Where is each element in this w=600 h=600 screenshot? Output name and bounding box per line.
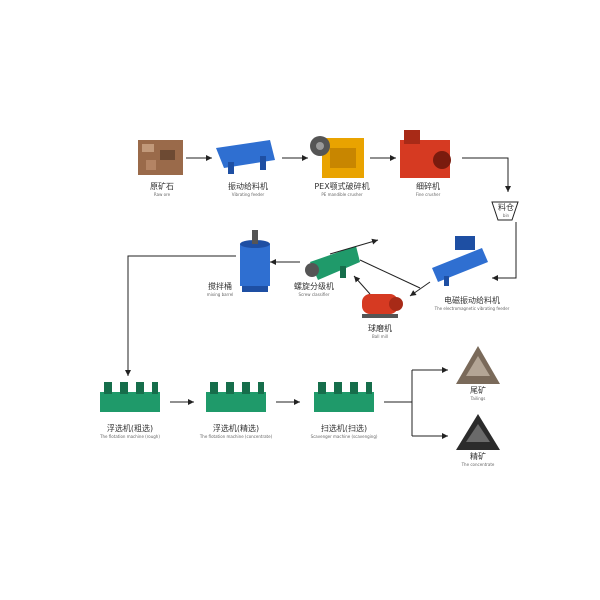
arrow-classifier-overflow: [329, 238, 379, 255]
label-em-feeder-en: The electromagnetic vibrating feeder: [434, 306, 510, 311]
label-jaw-crusher-en: PE mandible crusher: [321, 192, 363, 197]
label-ore-en: Raw ore: [153, 192, 171, 197]
label-ball-mill-zh: 球磨机: [368, 324, 392, 333]
label-concentrate-zh: 精矿: [470, 452, 486, 461]
arrow-agitator-to-flotation: [125, 255, 236, 376]
label-jaw-crusher-zh: PEX颚式破碎机: [314, 182, 370, 191]
label-concentrate: 精矿 The concentrate: [448, 452, 508, 468]
ball-mill-image: [362, 294, 403, 318]
agitation-tank-image: [240, 230, 270, 292]
label-fine-crusher: 细碎机 Fine crusher: [400, 182, 456, 198]
label-ore: 原矿石 Raw ore: [140, 182, 184, 198]
label-flotation-1: 浮选机(粗选) The flotation machine (rough): [88, 424, 172, 440]
label-tailings-en: Tailings: [470, 396, 486, 401]
label-tailings: 尾矿 Tailings: [454, 386, 502, 402]
fine-crusher-image: [400, 130, 451, 178]
label-bin: 料仓 bin: [492, 203, 520, 219]
flotation-2-image: [206, 382, 266, 412]
line-classifier-return: [359, 259, 421, 289]
tailings-pile-image: [456, 346, 500, 384]
label-concentrate-en: The concentrate: [461, 462, 495, 467]
arrow-fine-to-bin: [462, 157, 511, 192]
em-feeder-image: [432, 236, 488, 286]
label-classifier-en: Screw classifier: [298, 292, 330, 297]
label-fine-crusher-zh: 细碎机: [416, 182, 440, 191]
vibrating-feeder-image: [216, 140, 275, 174]
label-flotation-3-zh: 扫选机(扫选): [320, 424, 368, 433]
label-tailings-zh: 尾矿: [470, 386, 486, 395]
concentrate-pile-image: [456, 414, 500, 450]
flotation-1-image: [100, 382, 160, 412]
label-em-feeder: 电磁振动给料机 The electromagnetic vibrating fe…: [420, 296, 524, 312]
bin-shape: [491, 201, 519, 221]
classifier-image: [305, 246, 360, 280]
label-bin-en: bin: [502, 213, 510, 218]
label-flotation-1-zh: 浮选机(粗选): [106, 424, 154, 433]
label-classifier-zh: 螺旋分级机: [294, 282, 334, 291]
label-flotation-3: 扫选机(扫选) Scavenger machine (scavenging): [298, 424, 390, 440]
label-vibrating-feeder-zh: 振动给料机: [228, 182, 268, 191]
label-flotation-2-zh: 浮选机(精选): [212, 424, 260, 433]
label-flotation-2: 浮选机(精选) The flotation machine (concentra…: [192, 424, 280, 440]
label-flotation-3-en: Scavenger machine (scavenging): [310, 434, 378, 439]
label-jaw-crusher: PEX颚式破碎机 PE mandible crusher: [306, 182, 378, 198]
flotation-3-image: [314, 382, 374, 412]
label-ore-zh: 原矿石: [150, 182, 174, 191]
arrow-bin-to-em-feeder: [492, 222, 517, 281]
arrow-em-feeder-to-ball-mill: [409, 281, 431, 297]
label-agitation-tank-zh: 搅拌桶: [208, 282, 232, 291]
label-vibrating-feeder-en: Vibrating feeder: [231, 192, 265, 197]
label-agitation-tank-en: mixing barrel: [206, 292, 234, 297]
label-em-feeder-zh: 电磁振动给料机: [444, 296, 500, 305]
label-ball-mill: 球磨机 Ball mill: [356, 324, 404, 340]
label-flotation-1-en: The flotation machine (rough): [100, 434, 160, 439]
label-classifier: 螺旋分级机 Screw classifier: [282, 282, 346, 298]
label-fine-crusher-en: Fine crusher: [415, 192, 441, 197]
label-vibrating-feeder: 振动给料机 Vibrating feeder: [216, 182, 280, 198]
label-agitation-tank: 搅拌桶 mixing barrel: [196, 282, 244, 298]
label-bin-zh: 料仓: [498, 203, 514, 212]
jaw-crusher-image: [310, 136, 364, 178]
label-flotation-2-en: The flotation machine (concentrate): [199, 434, 273, 439]
arrow-ball-mill-to-classifier: [353, 275, 371, 295]
label-ball-mill-en: Ball mill: [372, 334, 388, 339]
ore-image: [138, 140, 183, 175]
